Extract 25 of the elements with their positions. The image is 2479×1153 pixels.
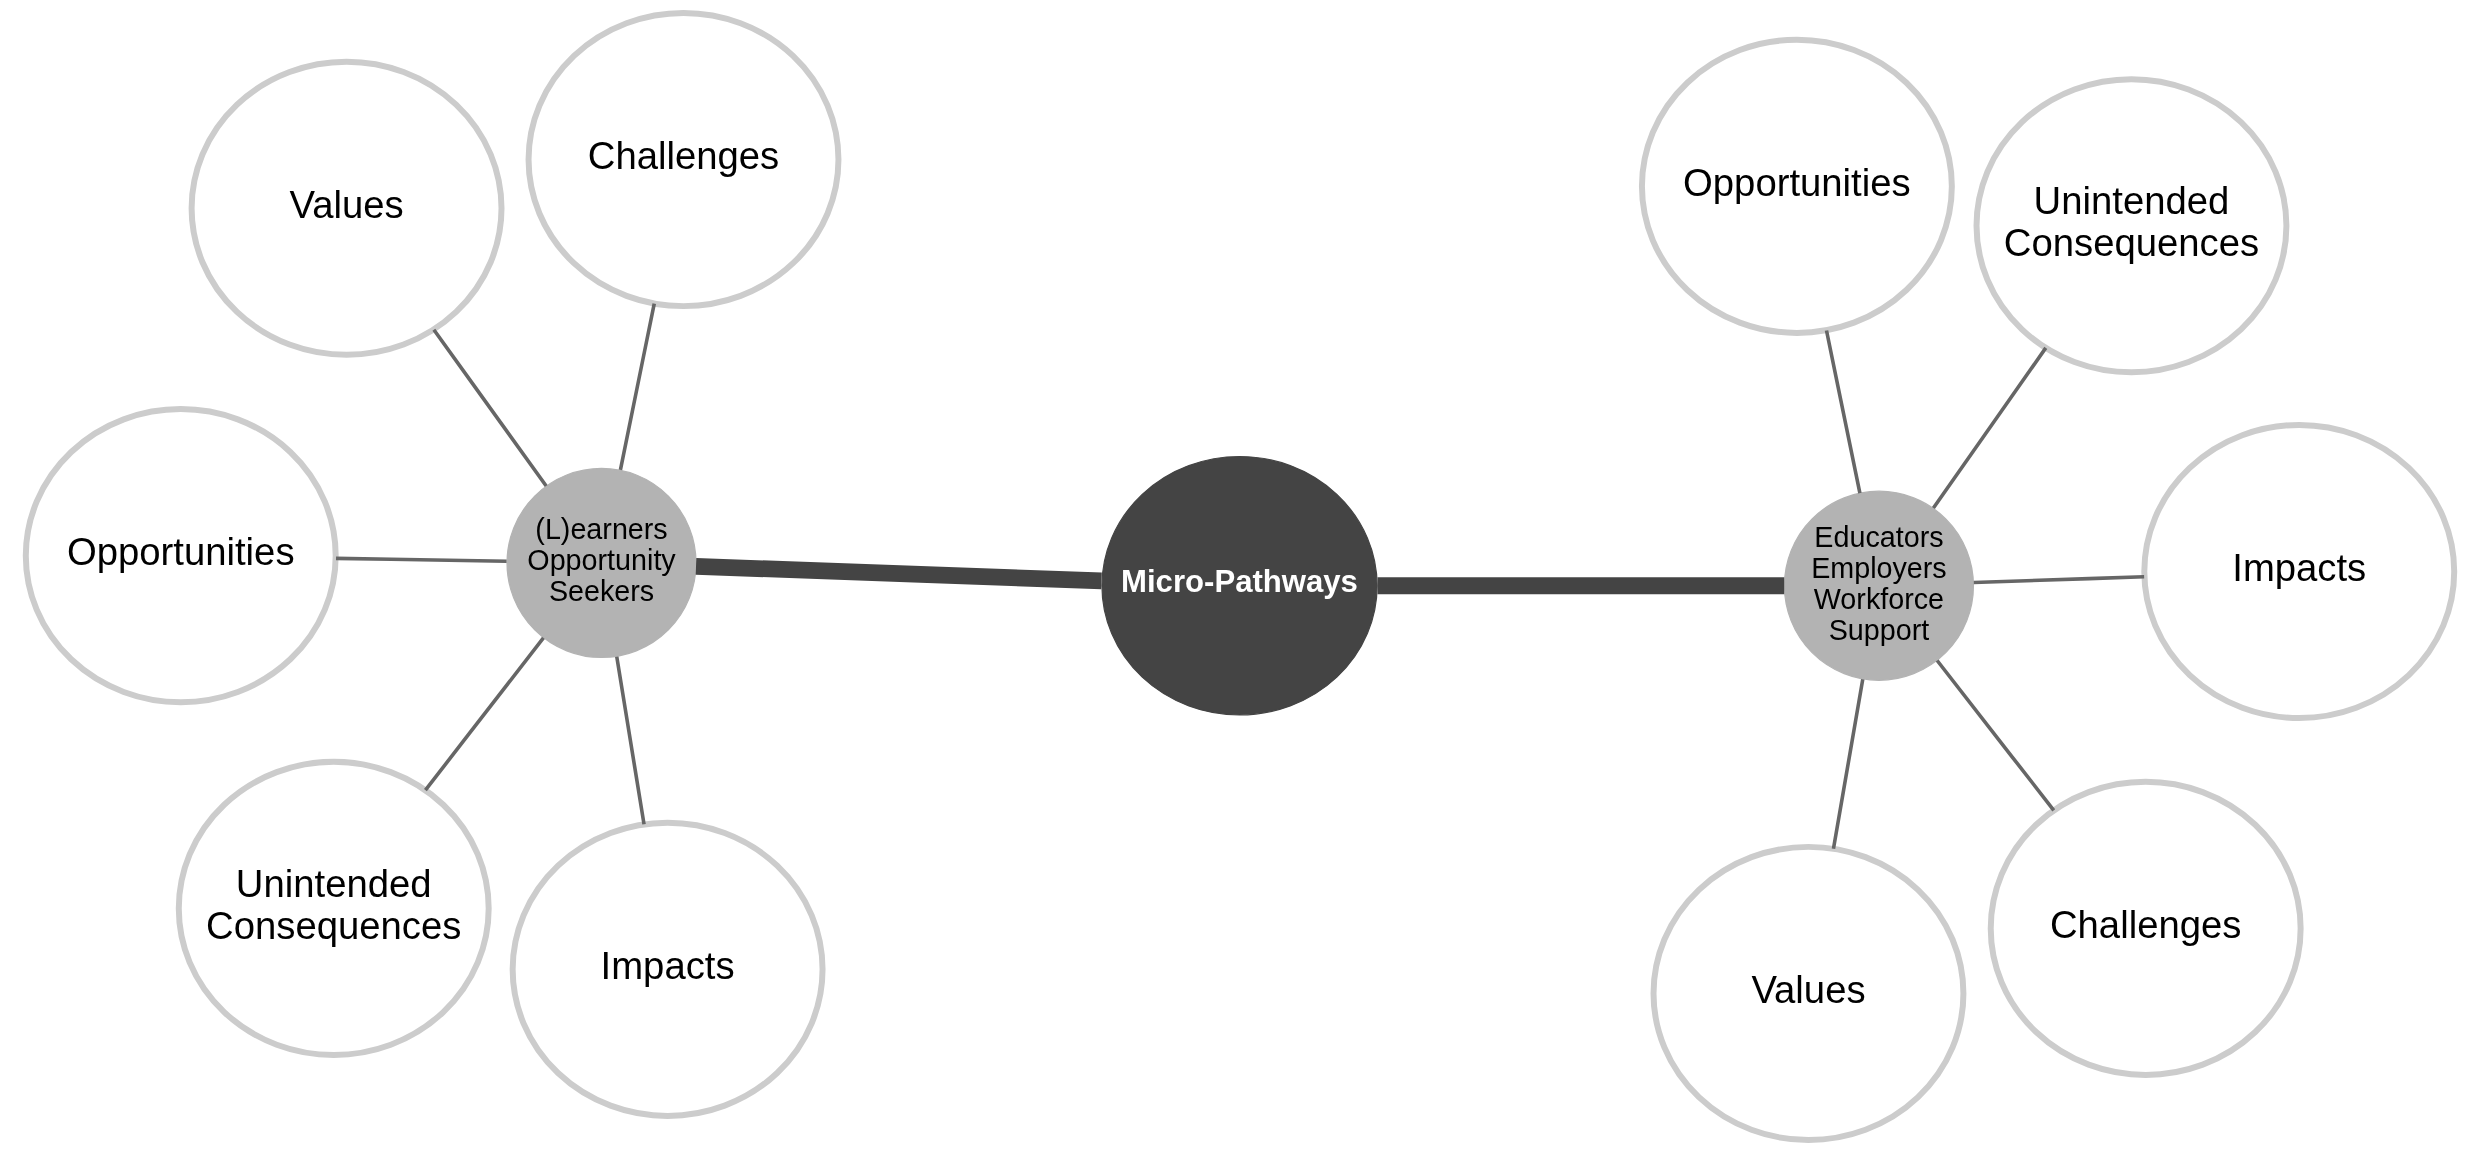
node-circle: Educators Employers Workforce Support [1783, 490, 1974, 681]
connector [695, 557, 1102, 590]
node-circle: Challenges [1987, 778, 2304, 1078]
connector [1831, 678, 1865, 850]
node-circle: Micro-Pathways [1100, 455, 1378, 716]
node-circle: Impacts [509, 819, 826, 1119]
node-circle: Impacts [2140, 421, 2457, 722]
node-circle: (L)earners Opportunity Seekers [505, 467, 697, 659]
node-circle: Unintended Consequences [1973, 76, 2289, 376]
connector [1935, 659, 2055, 812]
connector [1824, 330, 1862, 494]
connector [335, 556, 507, 564]
node-circle: Opportunities [22, 406, 339, 706]
node-circle: Opportunities [1638, 36, 1955, 336]
connector [431, 328, 548, 488]
connector [1377, 577, 1784, 595]
node-circle: Values [188, 58, 504, 358]
connector [1931, 346, 2047, 510]
node-circle: Challenges [525, 10, 841, 310]
connector [1973, 574, 2144, 585]
connector [614, 656, 646, 825]
connector [618, 303, 656, 471]
node-circle: Unintended Consequences [175, 758, 492, 1058]
node-circle: Values [1650, 843, 1966, 1143]
connector [423, 636, 545, 792]
